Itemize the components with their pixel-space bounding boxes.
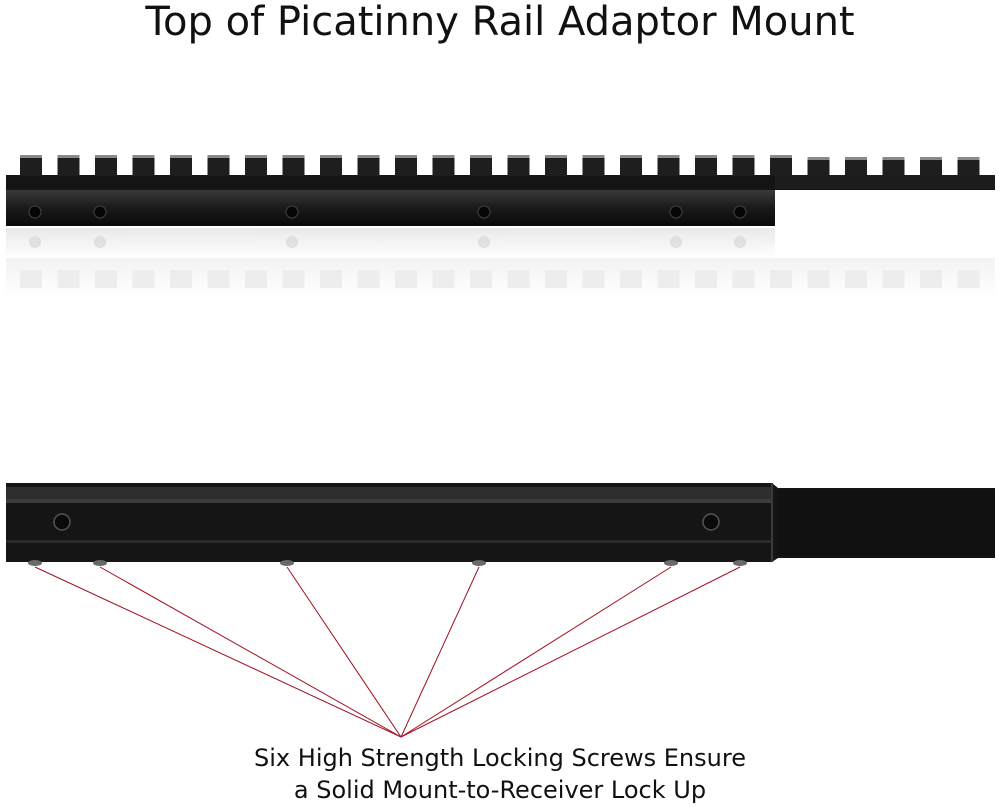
rail-tooth-highlight: [95, 155, 117, 158]
rail-tooth-reflection: [770, 270, 792, 288]
rail-tooth-reflection: [432, 270, 455, 288]
rail-tooth: [57, 155, 80, 176]
rail-tooth-highlight: [770, 155, 792, 158]
rail-tooth: [695, 155, 717, 176]
page-title: Top of Picatinny Rail Adaptor Mount: [145, 0, 855, 45]
rail-tooth-reflection: [882, 270, 905, 288]
rail-tooth-reflection: [657, 270, 680, 288]
rail-tooth-highlight: [957, 157, 980, 160]
screw-pointer-lines: [34, 566, 741, 738]
rail-reflection: [6, 228, 995, 298]
rail-tooth: [620, 155, 642, 176]
locking-screws: [28, 560, 747, 566]
rail-tooth-highlight: [320, 155, 342, 158]
rail-top-view: [6, 155, 995, 226]
rail-tooth-reflection: [845, 270, 867, 288]
rail-tooth-highlight: [620, 155, 642, 158]
rail-tooth-highlight: [507, 155, 530, 158]
rail-tooth: [807, 157, 830, 175]
mount-side-view: [6, 483, 995, 566]
rail-tooth-highlight: [132, 155, 155, 158]
rail-tooth: [770, 155, 792, 176]
rail-tooth: [545, 155, 567, 176]
rail-tooth: [282, 155, 305, 176]
rail-tooth-highlight: [357, 155, 380, 158]
rail-tooth-reflection: [207, 270, 230, 288]
rail-tooth-highlight: [920, 157, 942, 160]
rail-tooth: [507, 155, 530, 176]
rail-tooth-reflection: [620, 270, 642, 288]
rail-tooth-highlight: [732, 155, 755, 158]
rail-tooth-highlight: [57, 155, 80, 158]
rail-tooth: [245, 155, 267, 176]
rail-tooth-highlight: [245, 155, 267, 158]
rail-tooth-highlight: [882, 157, 905, 160]
rail-tooth: [207, 155, 230, 176]
rail-tooth-reflection: [95, 270, 117, 288]
rail-tooth-reflection: [920, 270, 942, 288]
rail-tooth-reflection: [695, 270, 717, 288]
rail-tooth-reflection: [170, 270, 192, 288]
rail-tooth-reflection: [57, 270, 80, 288]
rail-tooth: [920, 157, 942, 175]
rail-tooth-highlight: [545, 155, 567, 158]
rail-tooth-highlight: [170, 155, 192, 158]
rail-tooth: [432, 155, 455, 176]
rail-tooth-highlight: [807, 157, 830, 160]
rail-tooth-reflection: [807, 270, 830, 288]
rail-tooth: [95, 155, 117, 176]
rail-tooth-reflection: [545, 270, 567, 288]
rail-tooth-highlight: [20, 155, 42, 158]
rail-tooth: [132, 155, 155, 176]
rail-tooth-reflection: [20, 270, 42, 288]
rail-tooth-reflection: [245, 270, 267, 288]
rail-tooth-reflection: [732, 270, 755, 288]
rail-tooth-reflection: [320, 270, 342, 288]
rail-tooth-highlight: [657, 155, 680, 158]
caption-line-2: a Solid Mount-to-Receiver Lock Up: [293, 776, 707, 804]
rail-tooth: [20, 155, 42, 176]
rail-tooth: [957, 157, 980, 175]
rail-tooth-reflection: [357, 270, 380, 288]
rail-tooth: [845, 157, 867, 175]
rail-tooth: [882, 157, 905, 175]
rail-tooth: [357, 155, 380, 176]
rail-tooth-highlight: [845, 157, 867, 160]
rail-holes: [28, 205, 747, 219]
rail-tooth-highlight: [207, 155, 230, 158]
rail-tooth-highlight: [282, 155, 305, 158]
rail-tooth-reflection: [507, 270, 530, 288]
rail-tooth: [320, 155, 342, 176]
rail-tooth-highlight: [432, 155, 455, 158]
rail-tooth-reflection: [395, 270, 417, 288]
rail-tooth-reflection: [582, 270, 605, 288]
rail-tooth: [582, 155, 605, 176]
caption: Six High Strength Locking Screws Ensure …: [0, 742, 1000, 806]
rail-tooth: [170, 155, 192, 176]
rail-tooth: [395, 155, 417, 176]
rail-tooth: [470, 155, 492, 176]
rail-tooth-reflection: [470, 270, 492, 288]
rail-tooth-highlight: [695, 155, 717, 158]
rail-tooth: [657, 155, 680, 176]
rail-tooth-highlight: [582, 155, 605, 158]
rail-tooth-highlight: [395, 155, 417, 158]
rail-tooth-highlight: [470, 155, 492, 158]
caption-line-1: Six High Strength Locking Screws Ensure: [254, 744, 746, 772]
rail-tooth-reflection: [282, 270, 305, 288]
rail-tooth: [732, 155, 755, 176]
rail-tooth-reflection: [957, 270, 980, 288]
rail-tooth-reflection: [132, 270, 155, 288]
